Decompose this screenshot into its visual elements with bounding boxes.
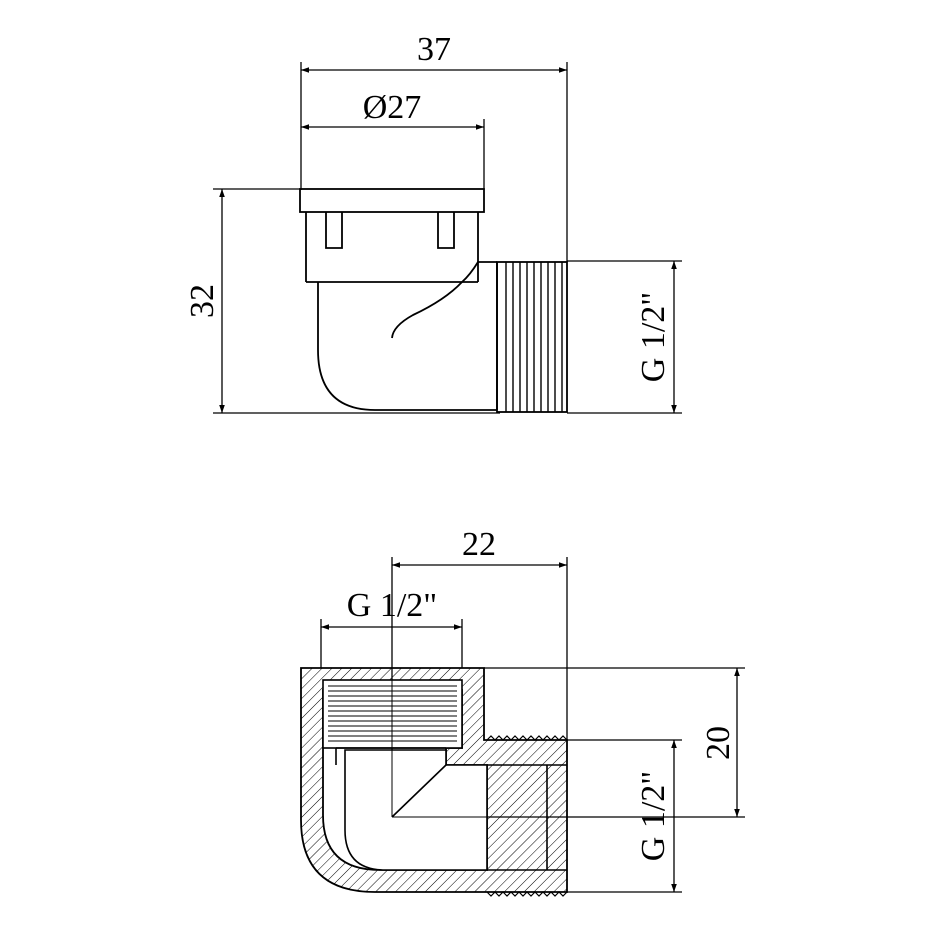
dim-label-37: 37 xyxy=(417,31,451,68)
dim-label-22: 22 xyxy=(462,526,496,563)
elbow-body xyxy=(317,261,498,411)
male-thread-section xyxy=(486,735,568,897)
elbow-exterior-view xyxy=(213,62,682,414)
inner-passage-right xyxy=(391,764,567,871)
dim-label-32: 32 xyxy=(184,284,221,318)
inner-bore xyxy=(344,749,488,871)
dim-label-20: 20 xyxy=(700,726,737,760)
dim-label-thread-right-top: G 1/2" xyxy=(635,292,672,382)
dim-label-thread-right-bottom: G 1/2" xyxy=(635,771,672,861)
male-thread-exterior xyxy=(496,261,568,413)
elbow-section-view xyxy=(300,557,745,897)
fitting-head xyxy=(299,188,485,283)
dim-label-thread-top: G 1/2" xyxy=(347,587,437,624)
dim-label-diameter: Ø27 xyxy=(363,89,422,126)
